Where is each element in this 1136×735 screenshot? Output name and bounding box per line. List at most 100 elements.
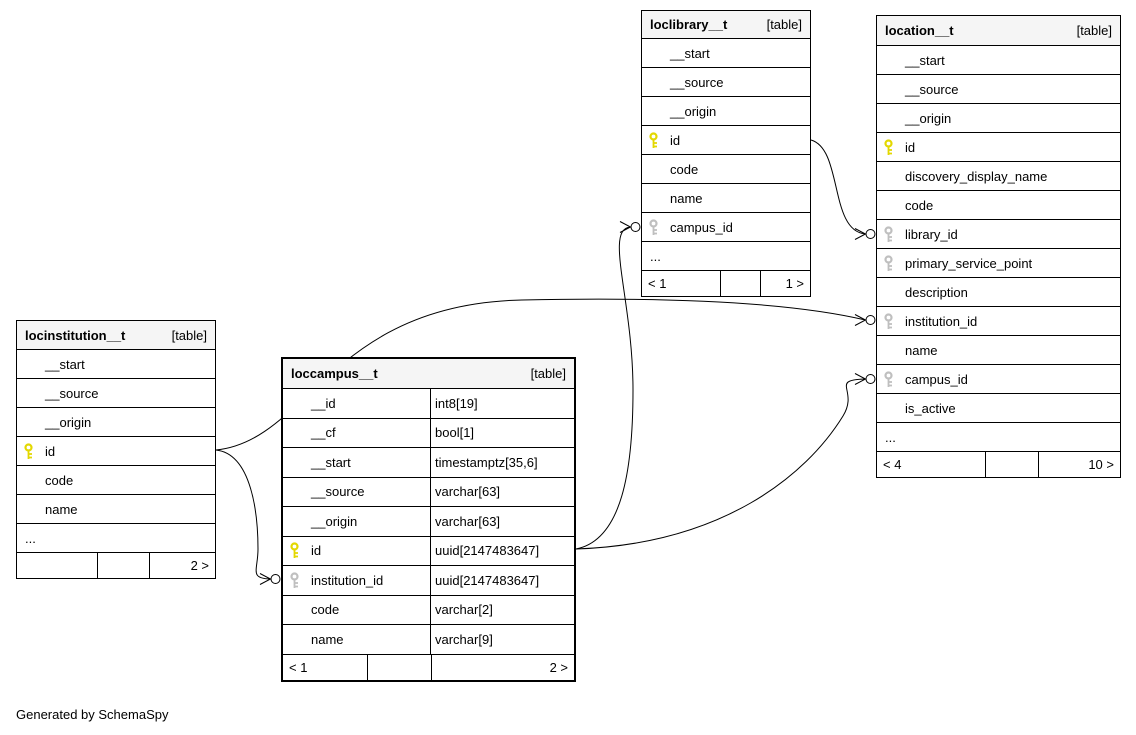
column-name: __origin	[905, 110, 952, 126]
column-name: campus_id	[670, 219, 733, 235]
column-name-cell: ...	[877, 423, 1120, 451]
table-type-tag: [table]	[766, 17, 802, 32]
key-icon	[877, 254, 905, 272]
table-type-tag: [table]	[171, 327, 207, 343]
column-name-cell: code	[642, 155, 810, 183]
table-footer: 2 >	[17, 553, 215, 578]
column-name: __cf	[311, 425, 336, 441]
column-name: __source	[905, 81, 959, 97]
column-row: name	[642, 184, 810, 213]
footer-parents-count: < 4	[883, 457, 902, 472]
column-name-cell: discovery_display_name	[877, 162, 1120, 190]
relationship-loccampus-id-to-location-campus-id	[575, 373, 876, 550]
column-name-cell: id	[17, 437, 215, 465]
column-name: __source	[670, 74, 724, 90]
column-type-cell: uuid[2147483647]	[430, 566, 574, 595]
table-name: location__t	[885, 23, 954, 38]
column-row: name	[877, 336, 1120, 365]
column-name: institution_id	[905, 313, 978, 329]
column-name: __origin	[670, 103, 717, 119]
key-icon	[877, 225, 905, 243]
column-name: __id	[311, 395, 336, 411]
column-row: __cf bool[1]	[283, 418, 574, 448]
column-name: name	[311, 631, 344, 647]
column-type: timestamptz[35,6]	[435, 454, 538, 470]
column-name-cell: __origin	[17, 408, 215, 436]
footer-children-count: 1 >	[760, 271, 810, 296]
column-row: code	[642, 155, 810, 184]
column-name-cell: __origin	[877, 104, 1120, 132]
column-row: primary_service_point	[877, 249, 1120, 278]
column-row: __source	[877, 75, 1120, 104]
column-type-cell: bool[1]	[430, 418, 574, 447]
generator-note: Generated by SchemaSpy	[16, 707, 169, 722]
column-name-cell: __cf	[283, 419, 430, 448]
column-name-cell: campus_id	[642, 213, 810, 241]
footer-mid-cell	[985, 452, 1038, 477]
column-name-cell: id	[283, 537, 430, 566]
column-name-cell: __source	[17, 379, 215, 407]
column-list: __id int8[19] __cf bool[1] __start	[283, 389, 574, 655]
column-row: __start	[642, 39, 810, 68]
column-name-cell: name	[17, 495, 215, 523]
column-row: name	[17, 495, 215, 524]
column-name: __start	[905, 52, 945, 68]
column-name: __start	[670, 45, 710, 61]
footer-parents-count: < 1	[648, 276, 667, 291]
column-name: code	[670, 161, 699, 177]
column-row: campus_id	[642, 213, 810, 242]
column-name: is_active	[905, 400, 956, 416]
table-footer: < 1 2 >	[283, 654, 574, 680]
column-name-cell: code	[283, 596, 430, 625]
column-name: id	[45, 443, 56, 459]
column-type: varchar[9]	[435, 631, 493, 647]
column-type: uuid[2147483647]	[435, 543, 540, 559]
column-row: ...	[877, 423, 1120, 452]
column-row: name varchar[9]	[283, 625, 574, 655]
column-row: campus_id	[877, 365, 1120, 394]
column-type-cell: int8[19]	[430, 389, 574, 418]
column-row: ...	[17, 524, 215, 553]
key-icon	[17, 442, 45, 460]
footer-mid-cell	[97, 553, 149, 578]
table-loclibrary[interactable]: loclibrary__t [table] __start __source _…	[641, 10, 811, 297]
column-list: __start __source __origin id	[877, 46, 1120, 452]
footer-mid-cell	[367, 654, 431, 680]
column-name-cell: __origin	[642, 97, 810, 125]
column-name-cell: description	[877, 278, 1120, 306]
column-name-cell: name	[283, 625, 430, 654]
column-row: __origin	[642, 97, 810, 126]
table-type-tag: [table]	[530, 366, 566, 381]
footer-mid-cell	[720, 271, 760, 296]
column-name: description	[905, 284, 968, 300]
column-row: id	[642, 126, 810, 155]
column-row: __start	[877, 46, 1120, 75]
column-row: __id int8[19]	[283, 389, 574, 419]
column-name-cell: __start	[17, 350, 215, 378]
table-location[interactable]: location__t [table] __start __source __o…	[876, 15, 1121, 478]
column-type: varchar[63]	[435, 484, 501, 500]
column-name-cell: ...	[642, 242, 810, 270]
odot-connector-icon	[630, 222, 641, 232]
table-header: loclibrary__t [table]	[642, 11, 810, 39]
column-type-cell: uuid[2147483647]	[430, 536, 574, 565]
table-loccampus[interactable]: loccampus__t [table] __id int8[19] __cf …	[281, 357, 576, 682]
table-locinstitution[interactable]: locinstitution__t [table] __start __sour…	[16, 320, 216, 579]
column-name-cell: ...	[17, 524, 215, 552]
column-row: __source	[642, 68, 810, 97]
table-name: locinstitution__t	[25, 327, 126, 343]
column-name: ...	[25, 530, 36, 546]
column-name: __start	[311, 454, 351, 470]
column-name-cell: institution_id	[877, 307, 1120, 335]
column-name: name	[905, 342, 938, 358]
column-name-cell: __source	[642, 68, 810, 96]
footer-children-count: 2 >	[431, 654, 574, 680]
column-name: __start	[45, 356, 85, 372]
column-name-cell: name	[877, 336, 1120, 364]
column-type-cell: varchar[2]	[430, 595, 574, 624]
column-name: __origin	[45, 414, 92, 430]
column-name-cell: campus_id	[877, 365, 1120, 393]
key-icon	[877, 370, 905, 388]
table-name: loccampus__t	[291, 366, 378, 381]
key-icon	[283, 542, 311, 559]
